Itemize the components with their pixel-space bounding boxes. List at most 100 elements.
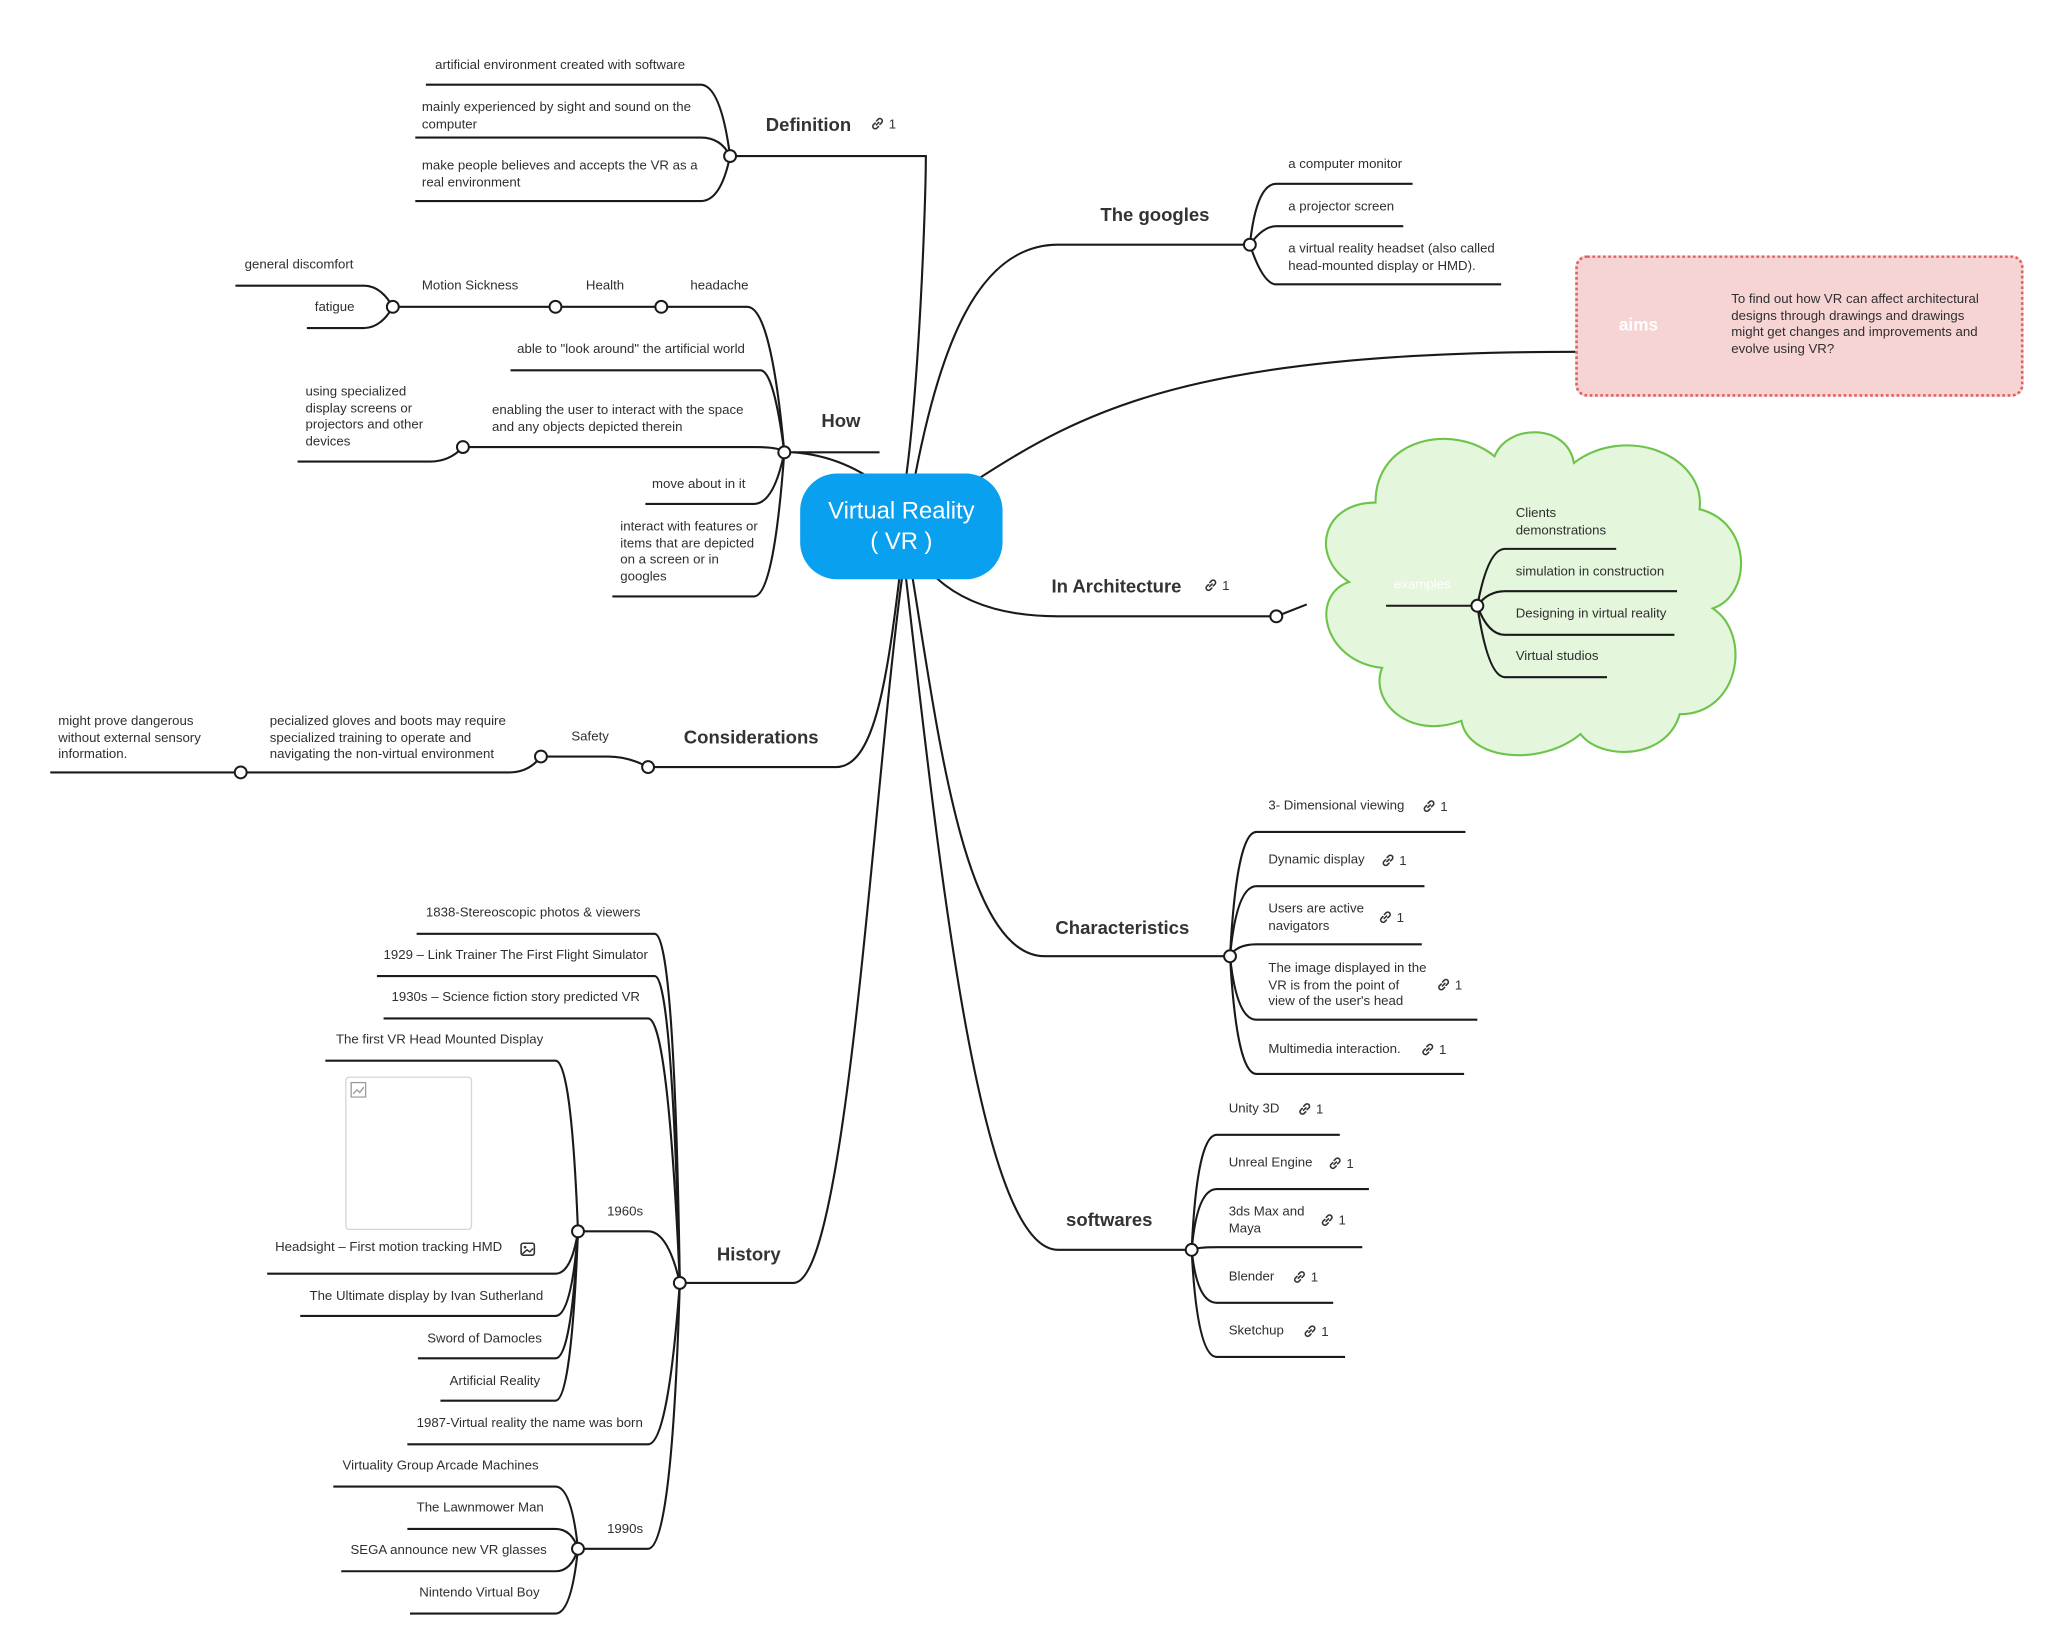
- link-icon: [1329, 1157, 1341, 1170]
- architecture-link[interactable]: 1: [1204, 578, 1230, 595]
- central-topic[interactable]: Virtual Reality ( VR ): [800, 473, 1003, 580]
- topic-aims[interactable]: aims: [1618, 314, 1659, 335]
- architecture-examples[interactable]: examples: [1394, 577, 1451, 593]
- considerations-gloves[interactable]: pecialized gloves and boots may require …: [269, 714, 506, 762]
- history-1990s[interactable]: 1990s: [607, 1522, 644, 1537]
- history-1838[interactable]: 1838-Stereoscopic photos & viewers: [425, 905, 641, 921]
- topic-history[interactable]: History: [716, 1243, 781, 1265]
- history-virtuality[interactable]: Virtuality Group Arcade Machines: [342, 1458, 539, 1474]
- how-interact[interactable]: interact with features or items that are…: [620, 519, 758, 584]
- aims-text[interactable]: To find out how VR can affect architectu…: [1731, 292, 1979, 357]
- software-item[interactable]: Blender: [1228, 1269, 1275, 1285]
- link-count: 1: [1338, 1214, 1346, 1229]
- how-enabling[interactable]: enabling the user to interact with the s…: [492, 403, 744, 435]
- link-icon: [1299, 1103, 1311, 1115]
- characteristics-link[interactable]: 1: [1422, 799, 1448, 816]
- history-lawnmower[interactable]: The Lawnmower Man: [416, 1501, 544, 1516]
- link-count: 1: [1440, 800, 1448, 815]
- history-headsight[interactable]: Headsight – First motion tracking HMD: [275, 1240, 503, 1256]
- history-1930[interactable]: 1930s – Science fiction story predicted …: [391, 990, 640, 1006]
- characteristics-link[interactable]: 1: [1420, 1042, 1446, 1059]
- link-count: 1: [1438, 1043, 1447, 1059]
- software-item[interactable]: Unity 3D: [1228, 1101, 1280, 1117]
- history-1960s[interactable]: 1960s: [607, 1204, 644, 1220]
- considerations-dangerous[interactable]: might prove dangerous without external s…: [58, 714, 201, 762]
- considerations-safety[interactable]: Safety: [571, 730, 609, 745]
- how-move-about[interactable]: move about in it: [652, 477, 746, 493]
- broken-image-icon: [350, 1081, 367, 1098]
- characteristics-item[interactable]: 3- Dimensional viewing: [1268, 798, 1405, 814]
- history-ultimate[interactable]: The Ultimate display by Ivan Sutherland: [309, 1289, 544, 1305]
- history-nintendo[interactable]: Nintendo Virtual Boy: [419, 1585, 540, 1601]
- topic-architecture[interactable]: In Architecture: [1051, 575, 1182, 597]
- image-icon[interactable]: [520, 1242, 536, 1257]
- definition-link[interactable]: 1: [870, 116, 896, 133]
- history-artificial[interactable]: Artificial Reality: [449, 1374, 541, 1389]
- connector-softwares: [904, 577, 1192, 1251]
- how-look-around[interactable]: able to "look around" the artificial wor…: [517, 342, 745, 358]
- link-count: 1: [1396, 911, 1405, 926]
- link-icon: [1321, 1214, 1333, 1226]
- history-1929[interactable]: 1929 – Link Trainer The First Flight Sim…: [383, 948, 648, 963]
- how-fatigue[interactable]: fatigue: [314, 300, 355, 315]
- architecture-item[interactable]: Designing in virtual reality: [1515, 607, 1667, 622]
- link-icon: [1422, 1043, 1434, 1056]
- definition-item[interactable]: make people believes and accepts the VR …: [421, 158, 698, 190]
- software-link[interactable]: 1: [1320, 1213, 1346, 1230]
- how-headache[interactable]: headache: [690, 279, 749, 294]
- definition-item[interactable]: artificial environment created with soft…: [435, 58, 686, 73]
- architecture-item[interactable]: Virtual studios: [1515, 649, 1599, 664]
- characteristics-link[interactable]: 1: [1381, 853, 1407, 870]
- topic-considerations[interactable]: Considerations: [683, 726, 819, 748]
- architecture-item[interactable]: Clients demonstrations: [1515, 506, 1607, 538]
- history-first-hmd[interactable]: The first VR Head Mounted Display: [335, 1032, 544, 1048]
- history-sword[interactable]: Sword of Damocles: [427, 1331, 542, 1347]
- architecture-item[interactable]: simulation in construction: [1515, 564, 1665, 580]
- link-icon: [1304, 1325, 1316, 1338]
- connector-history: [681, 577, 904, 1284]
- link-count: 1: [1399, 854, 1407, 869]
- characteristics-link[interactable]: 1: [1436, 977, 1462, 994]
- googles-item[interactable]: a projector screen: [1288, 199, 1395, 215]
- link-icon: [1205, 579, 1217, 592]
- characteristics-link[interactable]: 1: [1378, 910, 1404, 927]
- topic-googles[interactable]: The googles: [1100, 203, 1210, 225]
- characteristics-item[interactable]: Users are active navigators: [1268, 902, 1364, 934]
- how-motion-sickness[interactable]: Motion Sickness: [421, 279, 519, 294]
- headsight-image[interactable]: [345, 1076, 473, 1231]
- characteristics-item[interactable]: Dynamic display: [1268, 853, 1365, 868]
- characteristics-item[interactable]: Multimedia interaction.: [1268, 1042, 1401, 1057]
- topic-softwares[interactable]: softwares: [1066, 1208, 1153, 1231]
- history-1987[interactable]: 1987-Virtual reality the name was born: [416, 1416, 643, 1432]
- software-item[interactable]: Sketchup: [1228, 1323, 1284, 1339]
- connector-googles: [911, 243, 1250, 490]
- link-count: 1: [1321, 1325, 1329, 1340]
- software-link[interactable]: 1: [1328, 1156, 1354, 1173]
- central-topic-line2: ( VR ): [870, 527, 933, 555]
- software-item[interactable]: 3ds Max and Maya: [1228, 1204, 1305, 1236]
- software-link[interactable]: 1: [1297, 1102, 1323, 1119]
- software-item[interactable]: Unreal Engine: [1228, 1155, 1313, 1171]
- how-health[interactable]: Health: [585, 279, 625, 294]
- how-general-discomfort[interactable]: general discomfort: [244, 257, 354, 273]
- connector-definition: [730, 155, 927, 497]
- topic-characteristics[interactable]: Characteristics: [1055, 916, 1190, 938]
- link-icon: [1382, 854, 1394, 867]
- definition-item[interactable]: mainly experienced by sight and sound on…: [421, 100, 692, 132]
- software-link[interactable]: 1: [1292, 1270, 1318, 1287]
- connector-considerations: [648, 577, 901, 769]
- topic-how[interactable]: How: [821, 410, 861, 432]
- software-link[interactable]: 1: [1303, 1324, 1329, 1341]
- googles-item[interactable]: a computer monitor: [1288, 157, 1403, 172]
- topic-definition[interactable]: Definition: [765, 113, 852, 135]
- characteristics-item[interactable]: The image displayed in the VR is from th…: [1268, 961, 1427, 1010]
- link-count: 1: [1454, 978, 1463, 994]
- link-count: 1: [1222, 579, 1230, 594]
- link-count: 1: [1310, 1271, 1319, 1286]
- link-icon: [1293, 1271, 1305, 1283]
- history-sega[interactable]: SEGA announce new VR glasses: [350, 1543, 547, 1559]
- googles-item[interactable]: a virtual reality headset (also called h…: [1288, 242, 1495, 274]
- how-specialized[interactable]: using specialized display screens or pro…: [305, 384, 424, 450]
